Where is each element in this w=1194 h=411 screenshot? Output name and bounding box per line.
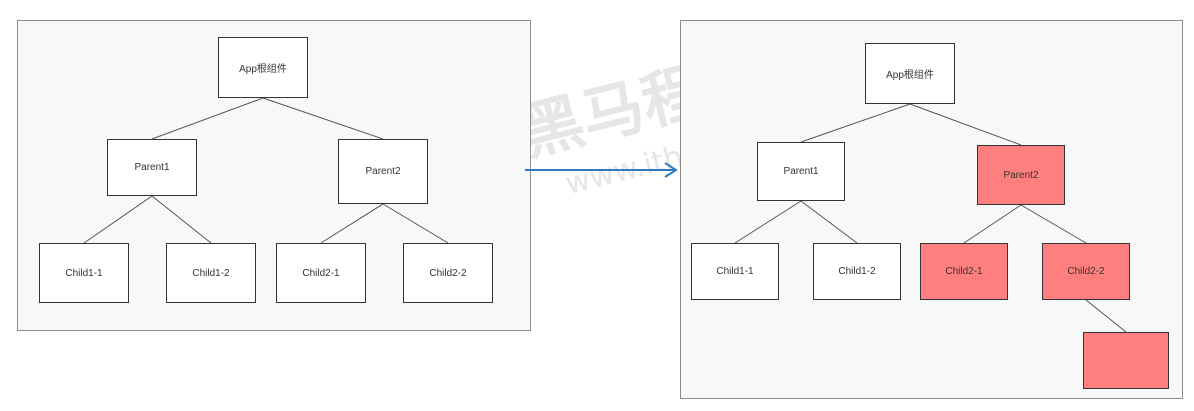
child2-2-node: Child2-2 [1042,243,1130,300]
edge-parent1-child1-1 [83,195,153,244]
before-diagram-panel: App根组件 Parent1 Parent2 Child1-1 Child1-2… [17,20,531,331]
edge-parent2-child2-2 [382,203,449,244]
root-node: App根组件 [218,37,308,98]
parent1-node: Parent1 [107,139,197,196]
edge-parent2-child2-1 [963,204,1022,244]
child2-1-node: Child2-1 [276,243,366,303]
grandchild-node [1083,332,1169,389]
edge-parent1-child1-2 [151,195,212,244]
child1-2-node: Child1-2 [166,243,256,303]
edge-parent2-child2-1 [320,203,384,244]
edge-root-parent2 [909,103,1022,146]
edge-root-parent1 [800,103,911,143]
edge-child2-2-grandchild [1085,299,1127,333]
child2-1-node: Child2-1 [920,243,1008,300]
edge-root-parent1 [151,97,264,140]
child2-2-node: Child2-2 [403,243,493,303]
after-connectors [734,103,1127,333]
root-node: App根组件 [865,43,955,104]
after-diagram-panel: App根组件 Parent1 Parent2 Child1-1 Child1-2… [680,20,1183,399]
before-connectors [83,97,449,244]
child1-1-node: Child1-1 [39,243,129,303]
parent2-node: Parent2 [338,139,428,204]
parent2-node: Parent2 [977,145,1065,205]
edge-parent1-child1-2 [800,200,858,244]
edge-parent2-child2-2 [1020,204,1087,244]
parent1-node: Parent1 [757,142,845,201]
child1-1-node: Child1-1 [691,243,779,300]
transition-arrow [525,162,678,178]
child1-2-node: Child1-2 [813,243,901,300]
edge-parent1-child1-1 [734,200,802,244]
edge-root-parent2 [262,97,384,140]
